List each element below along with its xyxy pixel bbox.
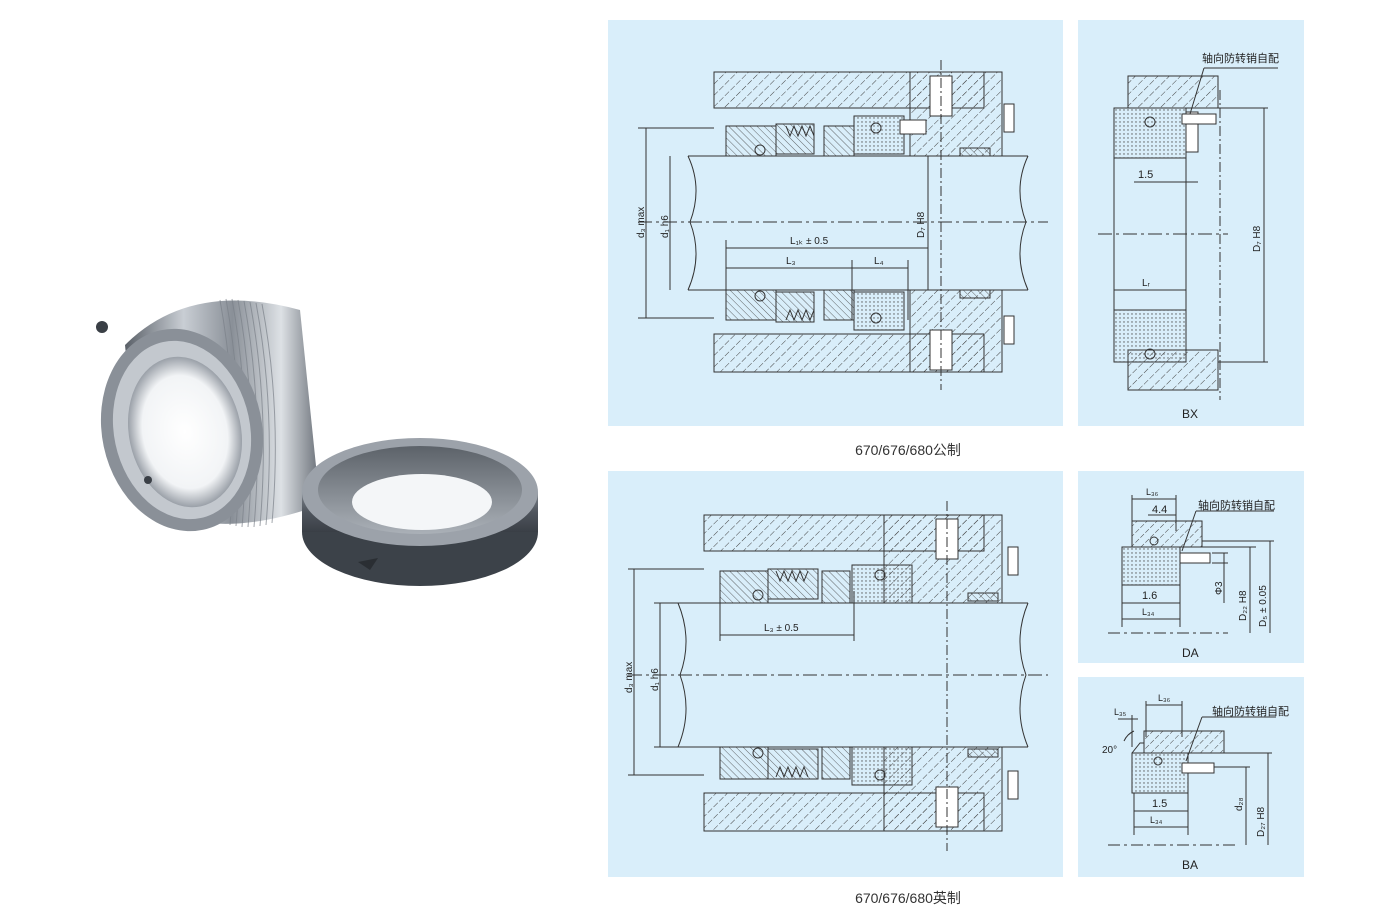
ba-detail-panel: L₃₅ L₃₆ 轴向防转销自配 20° 1.5 L₃₄ d₂₈ D₂₇ H8 B… [1078, 677, 1304, 877]
ba-d27h8-label: D₂₇ H8 [1256, 806, 1267, 837]
bx-d7h8-label: D₇ H8 [1252, 225, 1263, 252]
da-d22h8-label: D₂₂ H8 [1238, 590, 1249, 621]
imperial-section-drawing: d₃ max d₁ h6 L₃ ± 0.5 [624, 501, 1048, 851]
bx-title: BX [1182, 407, 1198, 421]
bx-lr-label: Lᵣ [1142, 278, 1151, 289]
metric-d7h8-label: D₇ H8 [916, 211, 927, 238]
ba-dim-1-5-label: 1.5 [1152, 798, 1167, 810]
imperial-section-panel: d₃ max d₁ h6 L₃ ± 0.5 [608, 471, 1063, 877]
stationary-seat-ring [302, 438, 538, 586]
ba-l36-label: L₃₆ [1158, 693, 1171, 703]
metric-section-panel: d₃ max d₁ h6 D₇ H8 L₁ₖ ± 0.5 L₃ L₄ [608, 20, 1063, 426]
da-phi3-label: Φ3 [1214, 581, 1225, 595]
metric-l4-label: L₄ [874, 256, 884, 267]
da-detail-panel: L₃₆ 4.4 轴向防转销自配 1.6 L₃₄ Φ3 D₂₂ H8 D₅ ± 0… [1078, 471, 1304, 663]
metric-section-drawing: d₃ max d₁ h6 D₇ H8 L₁ₖ ± 0.5 L₃ L₄ [636, 60, 1048, 390]
metric-l1k-label: L₁ₖ ± 0.5 [790, 236, 829, 247]
metric-caption: 670/676/680公制 [855, 442, 961, 458]
da-l34-label: L₃₄ [1142, 607, 1155, 617]
ba-d28-label: d₂₈ [1234, 797, 1245, 811]
seal-product-photo [96, 298, 538, 586]
ba-angle-label: 20° [1102, 745, 1117, 756]
ba-title: BA [1182, 858, 1198, 872]
metric-l3-label: L₃ [786, 256, 796, 267]
da-detail-drawing: L₃₆ 4.4 轴向防转销自配 1.6 L₃₄ Φ3 D₂₂ H8 D₅ ± 0… [1108, 487, 1275, 660]
imperial-d3max-label: d₃ max [624, 662, 635, 693]
imperial-caption: 670/676/680英制 [855, 890, 961, 906]
bx-detail-drawing: 轴向防转销自配 1.5 Lᵣ D₇ H8 BX [1098, 51, 1279, 421]
imperial-l3-label: L₃ ± 0.5 [764, 623, 799, 634]
ba-l34-label: L₃₄ [1150, 815, 1163, 825]
da-dim-1-6-label: 1.6 [1142, 590, 1157, 602]
da-l36-label: L₃₆ [1146, 487, 1159, 497]
da-d5-label: D₅ ± 0.05 [1258, 585, 1269, 627]
da-title: DA [1182, 646, 1199, 660]
bx-detail-panel: 轴向防转销自配 1.5 Lᵣ D₇ H8 BX [1078, 20, 1304, 426]
da-dim-4-4-label: 4.4 [1152, 504, 1167, 516]
metric-d1h6-label: d₁ h6 [660, 215, 671, 238]
da-note-label: 轴向防转销自配 [1198, 498, 1275, 512]
bellows-seal-ring [96, 298, 320, 532]
bx-dim-1-5-label: 1.5 [1138, 169, 1153, 181]
bx-note-label: 轴向防转销自配 [1202, 51, 1279, 65]
metric-d3max-label: d₃ max [636, 207, 647, 238]
imperial-d1h6-label: d₁ h6 [650, 668, 661, 691]
ba-l35-label: L₃₅ [1114, 707, 1127, 717]
ba-detail-drawing: L₃₅ L₃₆ 轴向防转销自配 20° 1.5 L₃₄ d₂₈ D₂₇ H8 B… [1102, 693, 1289, 872]
ba-note-label: 轴向防转销自配 [1212, 704, 1289, 718]
